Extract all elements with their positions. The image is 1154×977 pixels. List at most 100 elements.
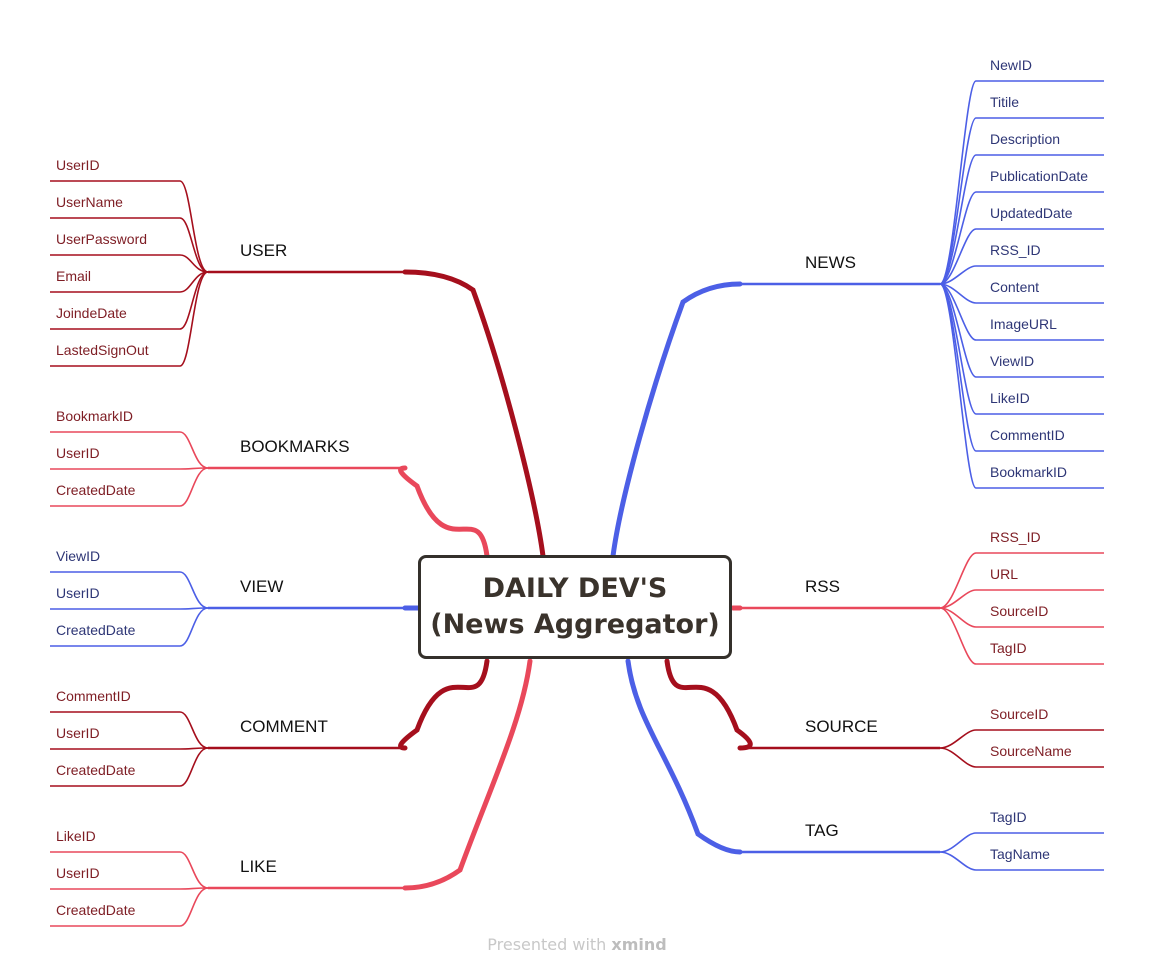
leaf-user-lastedsignout[interactable]: LastedSignOut — [56, 342, 149, 358]
leaf-news-content-line — [939, 283, 1104, 304]
leaf-rss-rss-id-line — [939, 552, 1104, 609]
branch-label-bookmarks[interactable]: BOOKMARKS — [240, 437, 350, 456]
leaf-user-username-line — [50, 217, 209, 273]
leaf-comment-userid[interactable]: UserID — [56, 725, 100, 741]
leaf-like-createddate[interactable]: CreatedDate — [56, 902, 136, 918]
branch-view[interactable]: VIEW ViewID UserID CreatedDate — [50, 548, 405, 647]
leaf-comment-createddate[interactable]: CreatedDate — [56, 762, 136, 778]
leaf-rss-sourceid-line — [939, 607, 1104, 628]
branch-label-tag[interactable]: TAG — [805, 821, 839, 840]
leaf-news-publicationdate[interactable]: PublicationDate — [990, 168, 1088, 184]
leaf-rss-tagid-line — [939, 607, 1104, 665]
leaf-view-viewid[interactable]: ViewID — [56, 548, 100, 564]
main-link-like — [402, 658, 533, 891]
leaf-user-userid-line — [50, 180, 209, 273]
main-branch-links — [398, 269, 753, 891]
leaf-bookmarks-userid[interactable]: UserID — [56, 445, 100, 461]
branch-user[interactable]: USER UserID UserNameUserPasswordEmailJoind… — [50, 157, 405, 367]
leaf-source-sourcename-line — [939, 747, 1104, 768]
central-topic-title: DAILY DEV'S — [482, 573, 668, 604]
leaf-rss-tagid[interactable]: TagID — [990, 640, 1027, 656]
leaf-like-userid[interactable]: UserID — [56, 865, 100, 881]
leaf-news-likeid[interactable]: LikeID — [990, 390, 1030, 406]
central-topic-subtitle: (News Aggregator) — [430, 609, 720, 640]
leaf-news-commentid[interactable]: CommentID — [990, 427, 1065, 443]
leaf-comment-userid-line — [50, 747, 209, 750]
leaf-view-createddate[interactable]: CreatedDate — [56, 622, 136, 638]
main-link-tag — [625, 658, 743, 855]
leaf-news-bookmarkid[interactable]: BookmarkID — [990, 464, 1067, 480]
leaf-news-imageurl[interactable]: ImageURL — [990, 316, 1057, 332]
leaf-comment-commentid[interactable]: CommentID — [56, 688, 131, 704]
main-link-source — [664, 658, 753, 751]
leaf-like-likeid-line — [50, 851, 209, 889]
leaf-view-createddate-line — [50, 607, 209, 647]
leaf-news-newid[interactable]: NewID — [990, 57, 1032, 73]
leaf-rss-url[interactable]: URL — [990, 566, 1018, 582]
leaf-source-sourceid[interactable]: SourceID — [990, 706, 1048, 722]
branch-label-news[interactable]: NEWS — [805, 253, 856, 272]
leaf-user-userpassword-line — [50, 254, 209, 273]
branch-source[interactable]: SOURCE SourceID SourceName — [740, 706, 1104, 768]
leaf-news-viewid[interactable]: ViewID — [990, 353, 1034, 369]
leaf-comment-commentid-line — [50, 711, 209, 749]
main-link-comment — [398, 658, 490, 751]
leaf-news-updateddate[interactable]: UpdatedDate — [990, 205, 1073, 221]
leaf-like-likeid[interactable]: LikeID — [56, 828, 96, 844]
leaf-news-rss-id[interactable]: RSS_ID — [990, 242, 1041, 258]
branch-tag[interactable]: TAG TagID TagName — [740, 809, 1104, 871]
leaf-news-description[interactable]: Description — [990, 131, 1060, 147]
leaf-bookmarks-createddate-line — [50, 467, 209, 507]
leaf-news-content[interactable]: Content — [990, 279, 1039, 295]
leaf-news-titile[interactable]: Titile — [990, 94, 1019, 110]
leaf-view-userid-line — [50, 607, 209, 610]
leaf-news-rss-id-line — [939, 265, 1104, 285]
leaf-source-sourcename[interactable]: SourceName — [990, 743, 1072, 759]
leaf-like-userid-line — [50, 887, 209, 890]
branch-comment[interactable]: COMMENT CommentID UserID CreatedDate — [50, 688, 405, 787]
central-topic[interactable]: DAILY DEV'S (News Aggregator) — [418, 555, 732, 659]
leaf-bookmarks-createddate[interactable]: CreatedDate — [56, 482, 136, 498]
leaf-news-titile-line — [939, 117, 1104, 285]
leaf-bookmarks-bookmarkid[interactable]: BookmarkID — [56, 408, 133, 424]
leaf-user-lastedsignout-line — [50, 271, 209, 367]
leaf-user-userpassword[interactable]: UserPassword — [56, 231, 147, 247]
branch-label-source[interactable]: SOURCE — [805, 717, 878, 736]
main-link-bookmarks — [398, 465, 490, 559]
leaf-tag-tagid[interactable]: TagID — [990, 809, 1027, 825]
branch-label-view[interactable]: VIEW — [240, 577, 283, 596]
leaf-tag-tagname-line — [939, 851, 1104, 871]
leaf-comment-createddate-line — [50, 747, 209, 787]
leaf-user-userid[interactable]: UserID — [56, 157, 100, 173]
leaf-bookmarks-userid-line — [50, 467, 209, 470]
leaf-news-bookmarkid-line — [939, 283, 1104, 489]
leaf-user-username[interactable]: UserName — [56, 194, 123, 210]
leaf-like-createddate-line — [50, 887, 209, 927]
main-link-news — [610, 281, 743, 559]
main-link-user — [402, 269, 546, 559]
leaf-view-userid[interactable]: UserID — [56, 585, 100, 601]
leaf-user-joindedate[interactable]: JoindeDate — [56, 305, 127, 321]
branch-label-comment[interactable]: COMMENT — [240, 717, 328, 736]
leaf-rss-rss-id[interactable]: RSS_ID — [990, 529, 1041, 545]
leaf-tag-tagname[interactable]: TagName — [990, 846, 1050, 862]
leaf-news-publicationdate-line — [939, 191, 1104, 285]
leaf-news-updateddate-line — [939, 228, 1104, 285]
leaf-bookmarks-bookmarkid-line — [50, 431, 209, 469]
branch-bookmarks[interactable]: BOOKMARKS BookmarkID UserID CreatedDate — [50, 408, 405, 507]
branch-rss[interactable]: RSS RSS_ID URL SourceID TagID — [740, 529, 1104, 665]
branch-label-like[interactable]: LIKE — [240, 857, 277, 876]
branch-label-rss[interactable]: RSS — [805, 577, 840, 596]
branches: USER UserID UserNameUserPasswordEmailJoind… — [50, 57, 1104, 927]
xmind-logo: xmind — [611, 935, 667, 954]
branch-label-user[interactable]: USER — [240, 241, 287, 260]
footer-credit: Presented with xmind — [0, 935, 1154, 954]
leaf-user-email[interactable]: Email — [56, 268, 91, 284]
branch-news[interactable]: NEWS NewID TitileDescriptionPublicationDat… — [740, 57, 1104, 489]
leaf-view-viewid-line — [50, 571, 209, 609]
branch-like[interactable]: LIKE LikeID UserID CreatedDate — [50, 828, 405, 927]
leaf-rss-sourceid[interactable]: SourceID — [990, 603, 1048, 619]
leaf-news-description-line — [939, 154, 1104, 285]
leaf-source-sourceid-line — [939, 729, 1104, 749]
